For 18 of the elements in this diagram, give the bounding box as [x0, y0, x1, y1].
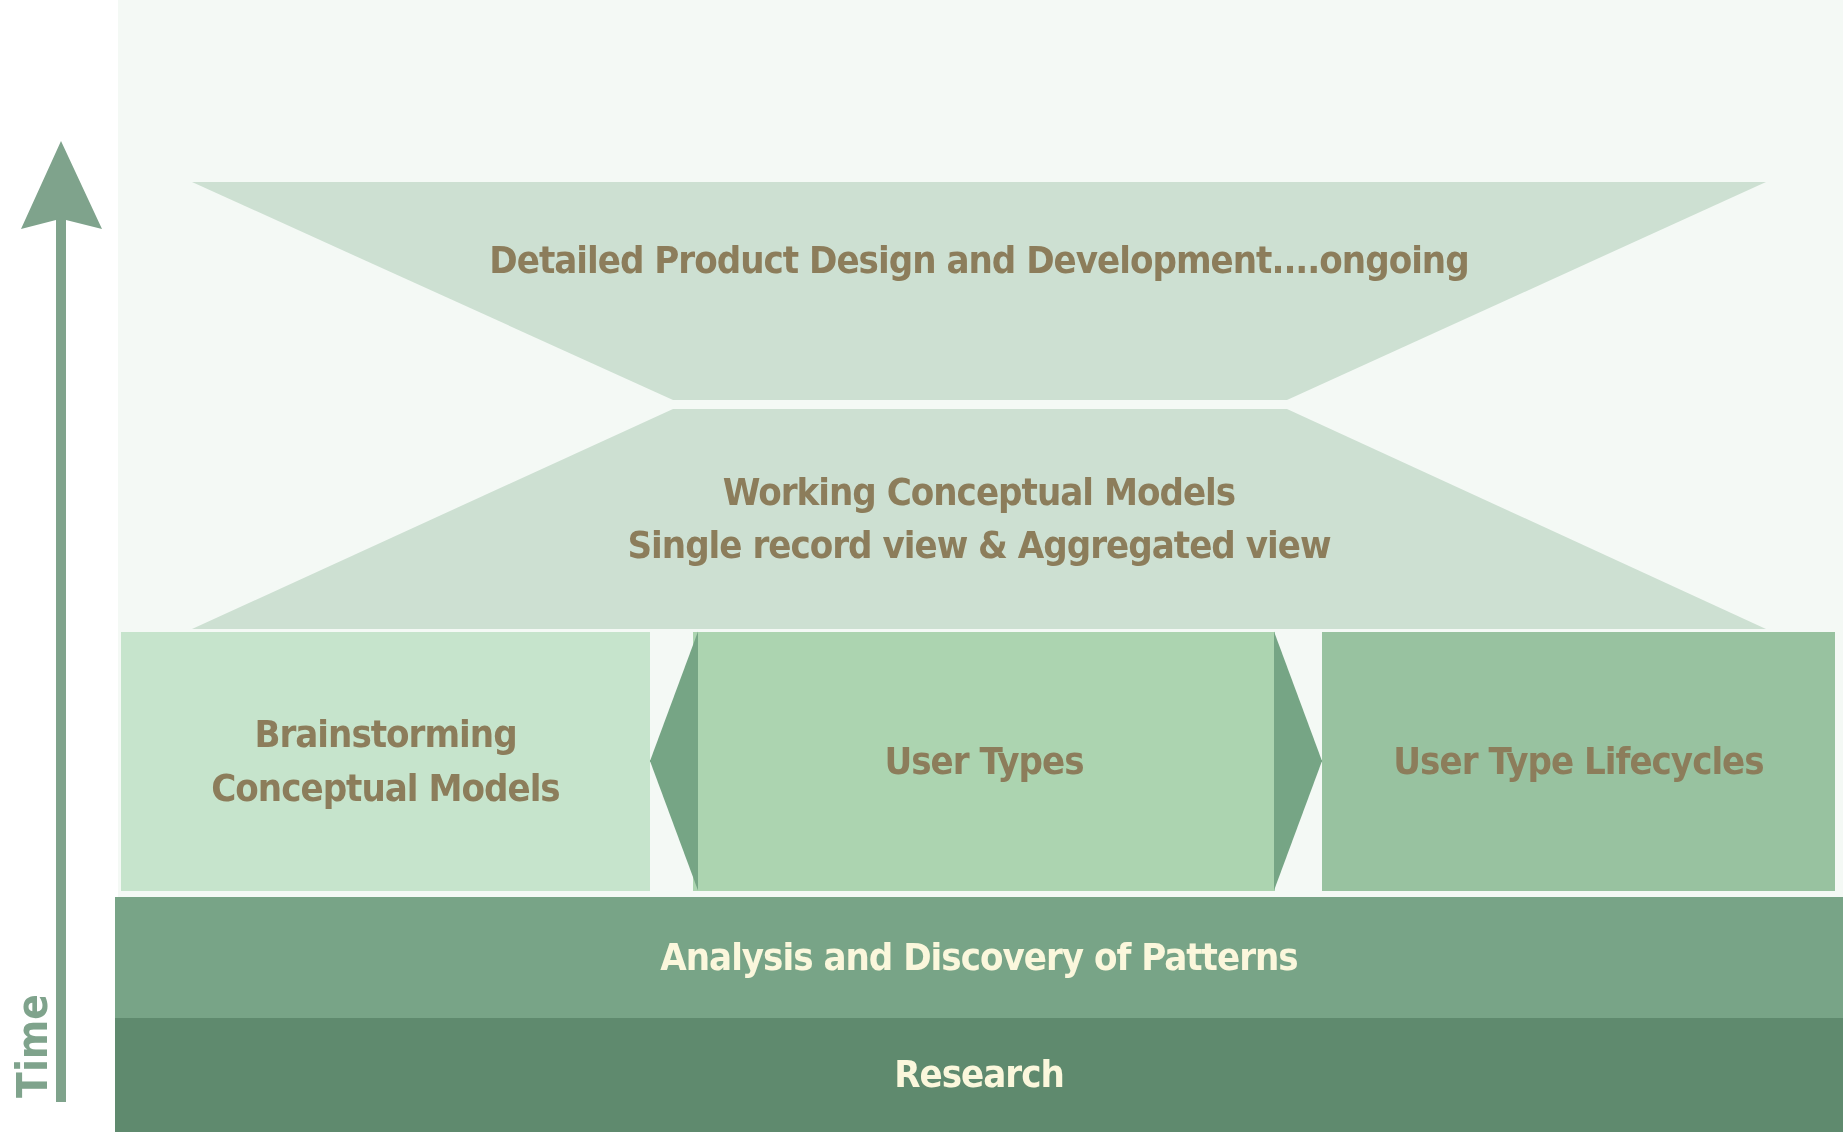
chevron-arrow: [649, 631, 698, 891]
layer-label: User Type Lifecycles: [1393, 737, 1764, 785]
layer-label: User Types: [884, 737, 1084, 785]
chevron-arrow: [1274, 631, 1323, 891]
layer-box: [121, 632, 650, 891]
axis-label: Time: [12, 993, 54, 1100]
layer-label: Detailed Product Design and Development....ongoing: [489, 237, 1469, 285]
layer-box: [693, 632, 1275, 891]
layer-band: [115, 897, 1843, 1018]
layer-band: [115, 1018, 1843, 1132]
layer-box: [1322, 632, 1835, 891]
layer-label: Single record view & Aggregated view: [627, 522, 1331, 569]
layer-label: Working Conceptual Models: [722, 468, 1236, 516]
layer-label: Analysis and Discovery of Patterns: [660, 933, 1298, 981]
trapezoid-band: [192, 182, 1766, 400]
layer-label: Research: [894, 1051, 1064, 1099]
trapezoid-band: [192, 409, 1766, 629]
layer-label: Brainstorming Conceptual Models: [210, 711, 561, 812]
